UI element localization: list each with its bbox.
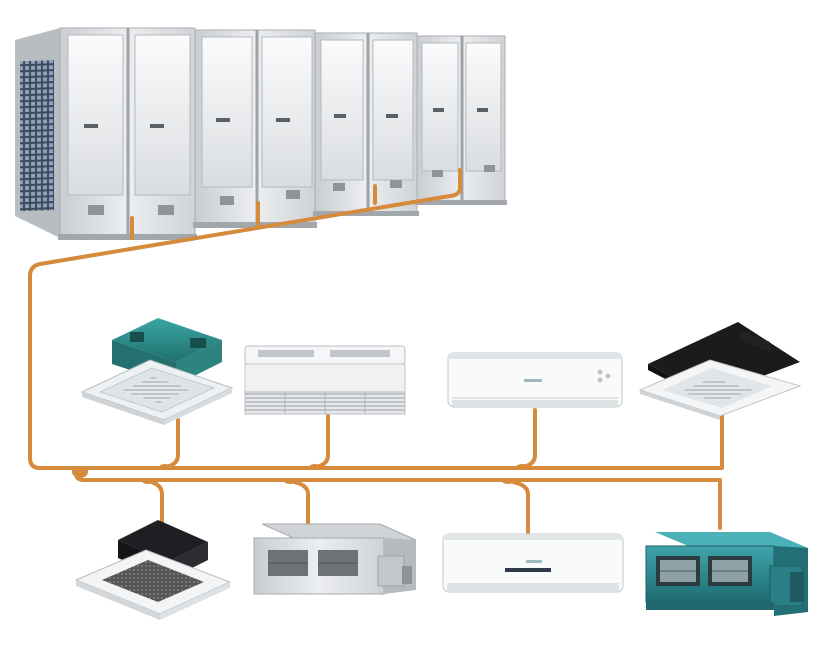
cassette-unit-icon bbox=[80, 318, 234, 425]
vrf-outdoor-unit-icon bbox=[193, 29, 317, 228]
outdoor-unit-bank bbox=[15, 27, 507, 240]
vrf-outdoor-unit-icon bbox=[15, 27, 197, 240]
duct-unit-icon bbox=[253, 523, 417, 595]
cassette-unit-icon bbox=[74, 520, 232, 620]
wall-split-unit-icon bbox=[447, 352, 623, 408]
duct-unit-icon bbox=[645, 532, 808, 616]
wall-split-unit-icon bbox=[442, 533, 624, 593]
refrigerant-piping bbox=[28, 168, 724, 536]
vrf-outdoor-unit-icon bbox=[313, 32, 419, 216]
one-way-cassette-icon bbox=[638, 322, 802, 420]
ceiling-floor-unit-icon bbox=[244, 345, 406, 415]
